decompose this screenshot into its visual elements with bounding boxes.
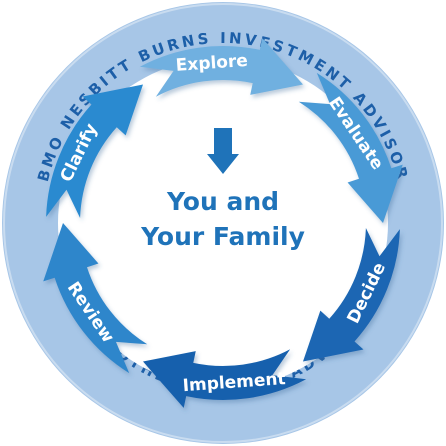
up-arrow-icon bbox=[207, 128, 239, 174]
center-title-line2: Your Family bbox=[140, 222, 305, 251]
inner-white-circle bbox=[58, 58, 388, 388]
cycle-arrow-explore bbox=[139, 38, 303, 97]
center-title-line1: You and bbox=[166, 187, 279, 216]
cycle-arrow-clarify bbox=[46, 84, 143, 219]
outer-ring-highlight bbox=[3, 3, 443, 443]
cycle-arrow-implement bbox=[143, 349, 307, 408]
cycle-arrow-decide bbox=[303, 227, 400, 362]
cycle-arrow-evaluate bbox=[298, 72, 403, 224]
cycle-arrow-review bbox=[43, 223, 148, 374]
